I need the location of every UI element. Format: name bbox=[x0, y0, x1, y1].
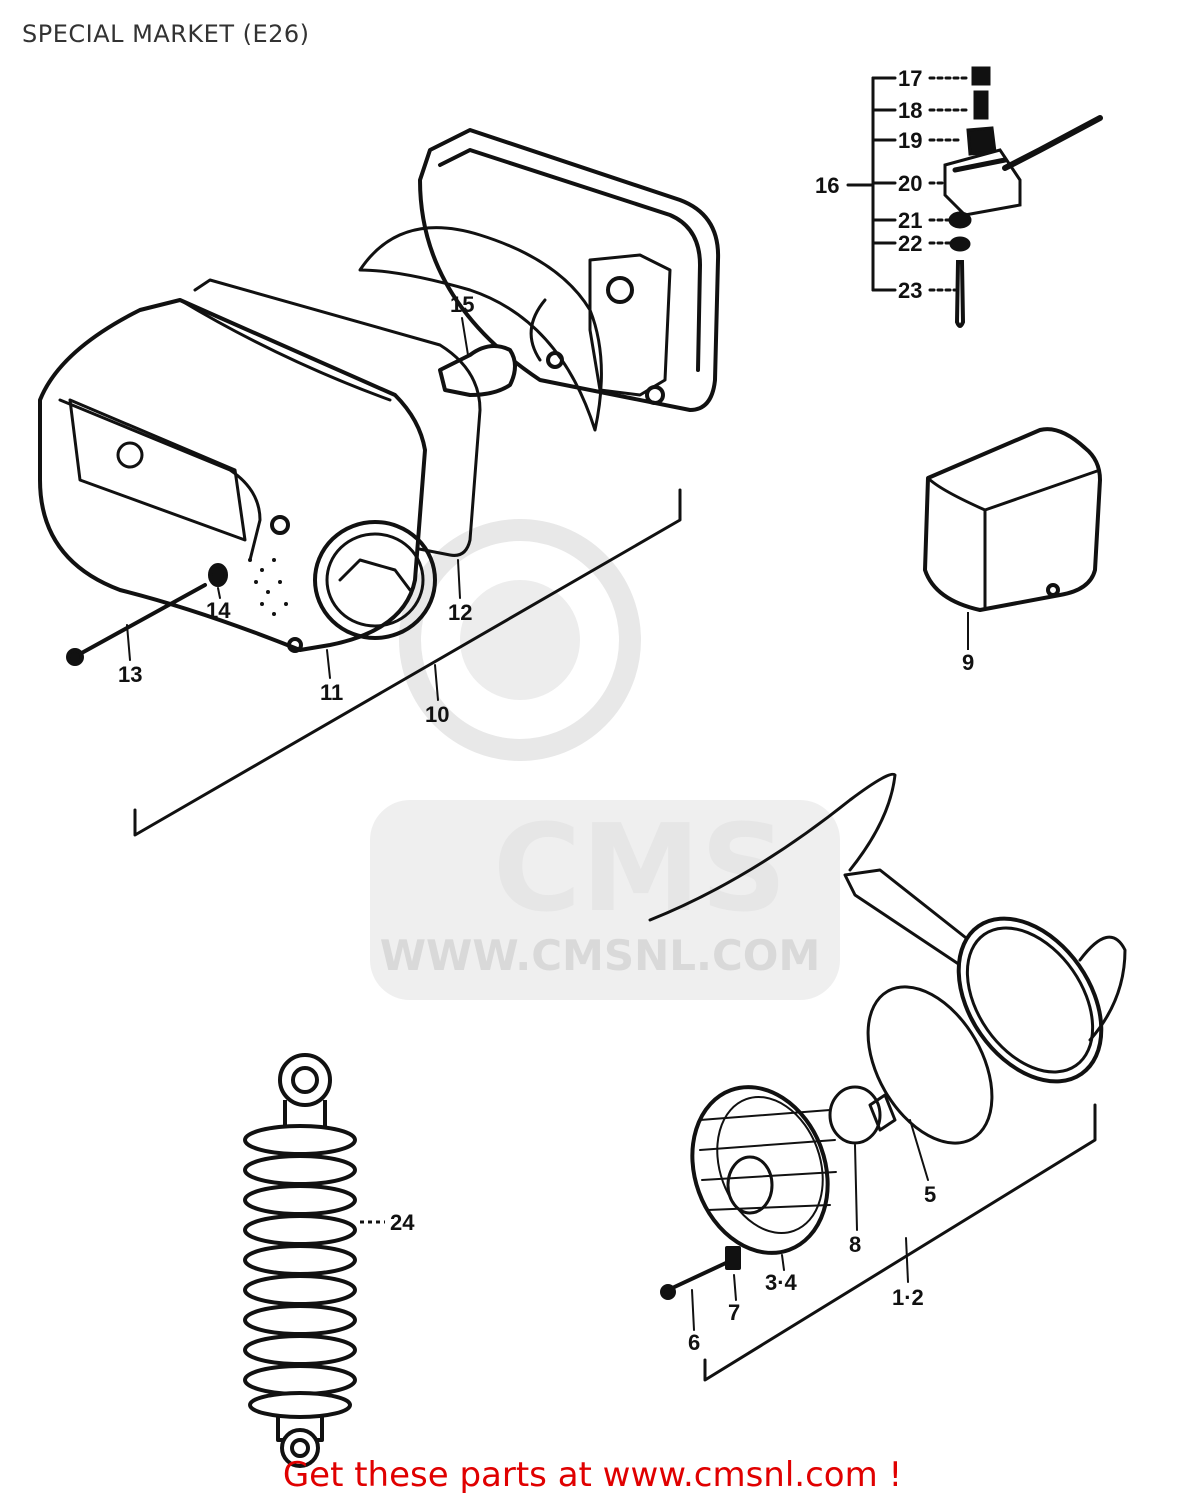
callout-3-4: 3·4 bbox=[765, 1270, 798, 1295]
callout-17: 17 bbox=[898, 66, 922, 91]
assembly-bracket bbox=[133, 488, 682, 837]
shock-absorber bbox=[243, 1053, 385, 1468]
callout-21: 21 bbox=[898, 208, 922, 233]
callout-13: 13 bbox=[118, 662, 142, 687]
callout-24: 24 bbox=[390, 1210, 415, 1235]
callout-14: 14 bbox=[206, 598, 231, 623]
callout-labels: 17 18 19 16 20 21 22 23 15 14 12 13 11 1… bbox=[118, 66, 974, 1355]
tail-lens bbox=[313, 520, 437, 640]
turn-signal-assembly bbox=[648, 772, 1127, 1382]
gasket bbox=[193, 278, 482, 557]
back-plate bbox=[418, 128, 721, 412]
watermark-brand: CMS bbox=[493, 800, 787, 939]
terminal-block bbox=[943, 148, 1022, 217]
callout-6: 6 bbox=[688, 1330, 700, 1355]
terminal-spring bbox=[973, 90, 989, 120]
callout-16: 16 bbox=[815, 173, 839, 198]
bolt-23 bbox=[954, 260, 966, 328]
lens-screw bbox=[666, 1260, 730, 1292]
callout-10: 10 bbox=[425, 702, 449, 727]
signal-bulb bbox=[828, 1085, 882, 1145]
callout-1-2: 1·2 bbox=[892, 1285, 924, 1310]
screw bbox=[76, 583, 207, 657]
watermark-url: WWW.CMSNL.COM bbox=[380, 931, 821, 980]
signal-gasket bbox=[866, 985, 994, 1145]
spring-coils bbox=[243, 1124, 357, 1419]
reflector bbox=[358, 226, 603, 432]
wire bbox=[1002, 115, 1103, 171]
grommet bbox=[208, 563, 228, 587]
terminal-clip bbox=[966, 126, 997, 156]
rear-lamp-assembly bbox=[38, 128, 721, 837]
terminal-set bbox=[846, 66, 1103, 328]
callout-7: 7 bbox=[728, 1300, 740, 1325]
license-window bbox=[68, 398, 247, 542]
signal-bracket bbox=[703, 1103, 1097, 1382]
callout-23: 23 bbox=[898, 278, 922, 303]
callout-8: 8 bbox=[849, 1232, 861, 1257]
relay-box bbox=[923, 427, 1102, 650]
lens-housing bbox=[38, 298, 427, 652]
callout-15: 15 bbox=[450, 292, 474, 317]
signal-lens bbox=[690, 1085, 830, 1255]
washer-21 bbox=[948, 211, 972, 229]
callout-20: 20 bbox=[898, 171, 922, 196]
callout-11: 11 bbox=[320, 680, 343, 705]
bulb-socket bbox=[438, 344, 517, 397]
lens-washer bbox=[725, 1246, 741, 1270]
callout-22: 22 bbox=[898, 231, 922, 256]
washer-22 bbox=[949, 236, 971, 252]
signal-housing bbox=[956, 916, 1104, 1084]
signal-wire bbox=[648, 772, 897, 922]
callout-5: 5 bbox=[924, 1182, 936, 1207]
callout-19: 19 bbox=[898, 128, 922, 153]
callout-9: 9 bbox=[962, 650, 974, 675]
page-title: SPECIAL MARKET (E26) bbox=[22, 20, 310, 48]
footer-parts-link[interactable]: Get these parts at www.cmsnl.com ! bbox=[282, 1455, 903, 1495]
callout-18: 18 bbox=[898, 98, 922, 123]
terminal-nut bbox=[971, 66, 991, 86]
signal-stem bbox=[843, 868, 977, 967]
watermark: CMS WWW.CMSNL.COM bbox=[370, 519, 840, 1000]
callout-12: 12 bbox=[448, 600, 472, 625]
